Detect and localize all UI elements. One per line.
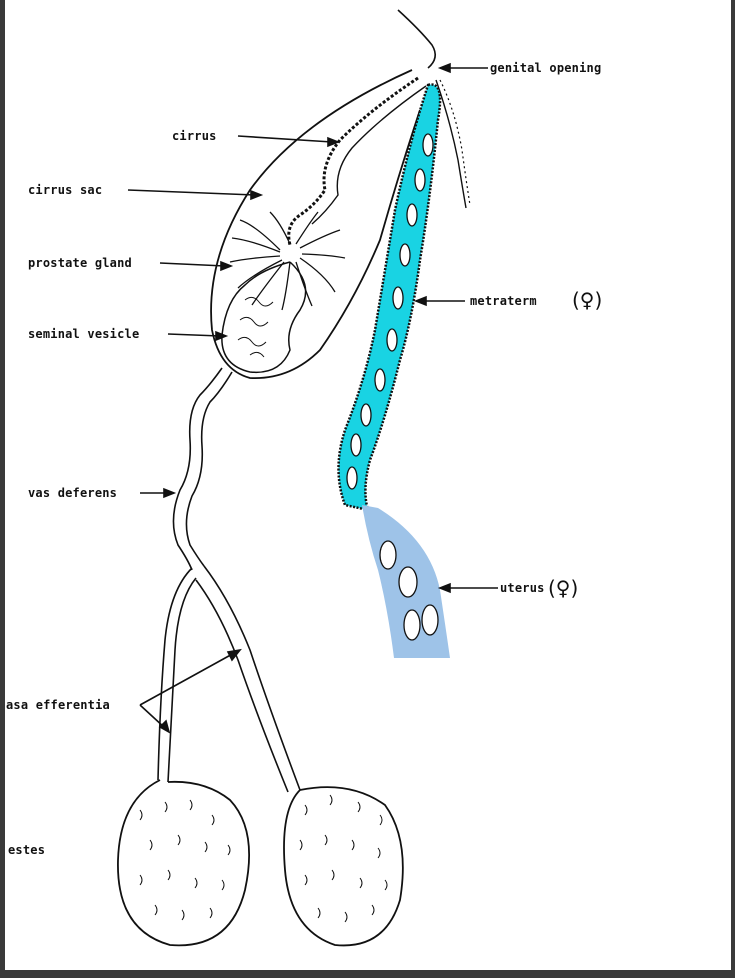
female-symbol-metraterm: (♀)	[572, 288, 602, 312]
frame-border-left	[0, 0, 5, 978]
label-genital-opening: genital opening	[490, 61, 601, 75]
label-cirrus: cirrus	[172, 129, 217, 143]
vas-efferens-right-inner	[196, 580, 288, 792]
vas-deferens-inner	[186, 372, 232, 566]
label-testes: estes	[8, 843, 45, 857]
label-vasa-efferentia: asa efferentia	[6, 698, 110, 712]
vas-efferens-right	[204, 566, 300, 790]
body-wall-outline	[398, 10, 435, 68]
label-cirrus-sac: cirrus sac	[28, 183, 102, 197]
label-vas-deferens: vas deferens	[28, 486, 117, 500]
testis-left	[118, 780, 249, 945]
label-seminal-vesicle: seminal vesicle	[28, 327, 139, 341]
vas-efferens-left-inner	[168, 578, 196, 782]
label-prostate-gland: prostate gland	[28, 256, 132, 270]
testis-right	[284, 787, 403, 945]
female-symbol-uterus: (♀)	[548, 576, 578, 600]
body-wall-dotted	[440, 80, 470, 205]
label-metraterm: metraterm	[470, 294, 537, 308]
frame-border-right	[731, 0, 735, 978]
frame-border-bottom	[0, 970, 735, 978]
label-uterus: uterus	[500, 581, 545, 595]
testis-texture	[140, 795, 387, 922]
vas-efferens-left	[158, 568, 192, 780]
seminal-vesicle	[222, 262, 306, 372]
prostate-gland	[230, 212, 345, 310]
seminal-vesicle-coils	[238, 297, 273, 357]
vas-deferens	[173, 368, 222, 570]
